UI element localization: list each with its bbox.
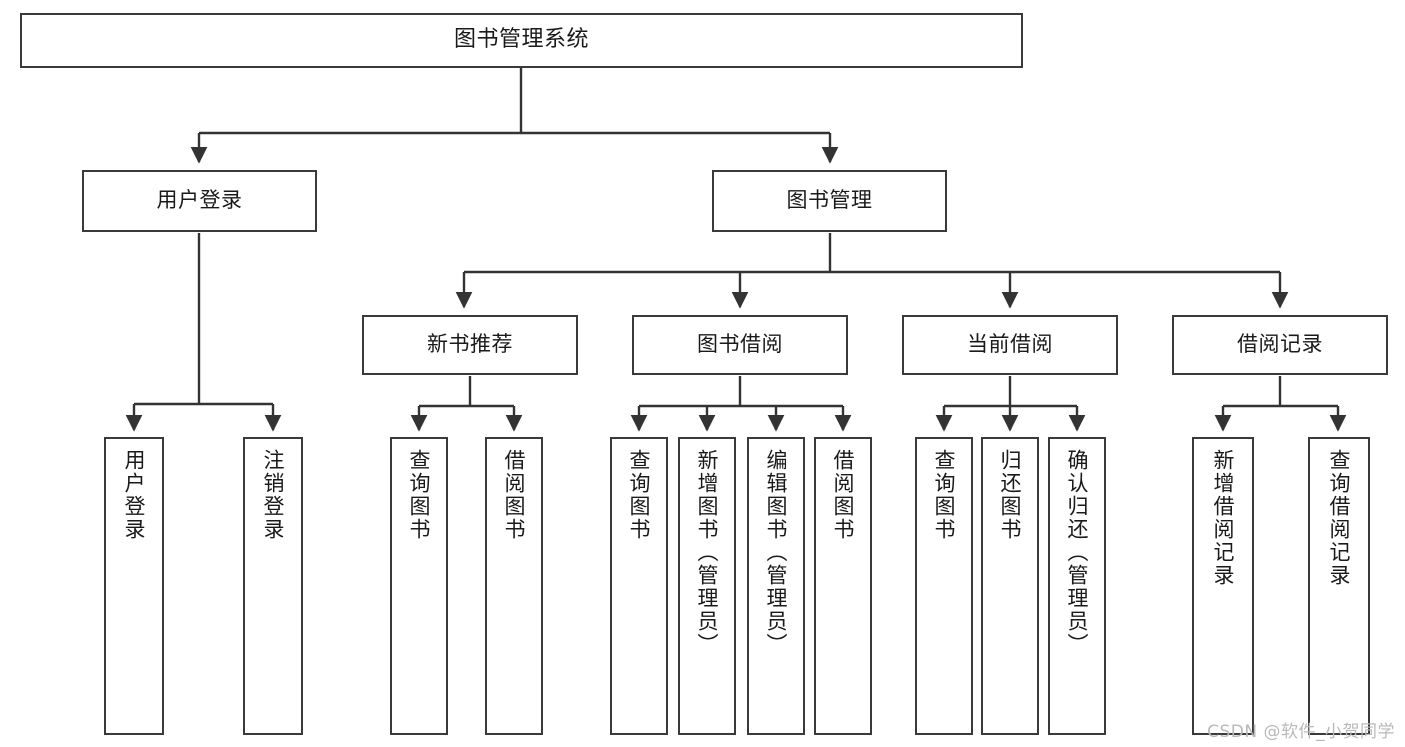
node-label: 借阅图书 <box>831 449 856 541</box>
node-label: 新书推荐 <box>427 332 513 357</box>
node-label: 编辑图书（管理员） <box>764 449 789 656</box>
node-label: 查询借阅记录 <box>1327 449 1352 587</box>
node-leaf-confirm-return[interactable]: 确认归还（管理员） <box>1048 437 1106 735</box>
node-label: 归还图书 <box>998 449 1023 541</box>
node-borrow-record[interactable]: 借阅记录 <box>1172 315 1388 375</box>
node-leaf-query-borrow-record[interactable]: 查询借阅记录 <box>1308 437 1370 735</box>
node-leaf-add-book[interactable]: 新增图书（管理员） <box>678 437 736 735</box>
node-leaf-borrow-book-1[interactable]: 借阅图书 <box>485 437 543 735</box>
node-label: 图书管理系统 <box>453 27 589 53</box>
node-leaf-return-book[interactable]: 归还图书 <box>981 437 1039 735</box>
node-leaf-query-book-3[interactable]: 查询图书 <box>915 437 973 735</box>
node-label: 用户登录 <box>156 188 243 213</box>
node-root-library-system[interactable]: 图书管理系统 <box>20 13 1023 68</box>
node-label: 新增借阅记录 <box>1211 449 1236 587</box>
node-label: 用户登录 <box>122 449 147 541</box>
node-leaf-add-borrow-record[interactable]: 新增借阅记录 <box>1192 437 1254 735</box>
node-label: 图书借阅 <box>697 332 783 357</box>
node-leaf-user-logout[interactable]: 注销登录 <box>243 437 303 735</box>
node-label: 图书管理 <box>786 188 873 213</box>
node-leaf-edit-book[interactable]: 编辑图书（管理员） <box>747 437 805 735</box>
node-label: 查询图书 <box>407 449 432 541</box>
node-label: 查询图书 <box>932 449 957 541</box>
csdn-watermark: CSDN @软件_小贺同学 <box>1207 722 1395 742</box>
node-new-book-recommend[interactable]: 新书推荐 <box>362 315 578 375</box>
node-label: 注销登录 <box>261 449 286 541</box>
node-label: 借阅图书 <box>502 449 527 541</box>
node-leaf-query-book-2[interactable]: 查询图书 <box>610 437 668 735</box>
node-user-login[interactable]: 用户登录 <box>82 170 317 232</box>
node-book-manage[interactable]: 图书管理 <box>712 170 947 232</box>
node-current-borrow[interactable]: 当前借阅 <box>902 315 1118 375</box>
node-label: 借阅记录 <box>1237 332 1323 357</box>
node-leaf-borrow-book-2[interactable]: 借阅图书 <box>814 437 872 735</box>
node-label: 查询图书 <box>627 449 652 541</box>
node-label: 确认归还（管理员） <box>1065 449 1090 656</box>
node-book-borrow[interactable]: 图书借阅 <box>632 315 848 375</box>
node-label: 当前借阅 <box>967 332 1053 357</box>
node-leaf-query-book-1[interactable]: 查询图书 <box>390 437 448 735</box>
node-leaf-user-login[interactable]: 用户登录 <box>104 437 164 735</box>
node-label: 新增图书（管理员） <box>695 449 720 656</box>
